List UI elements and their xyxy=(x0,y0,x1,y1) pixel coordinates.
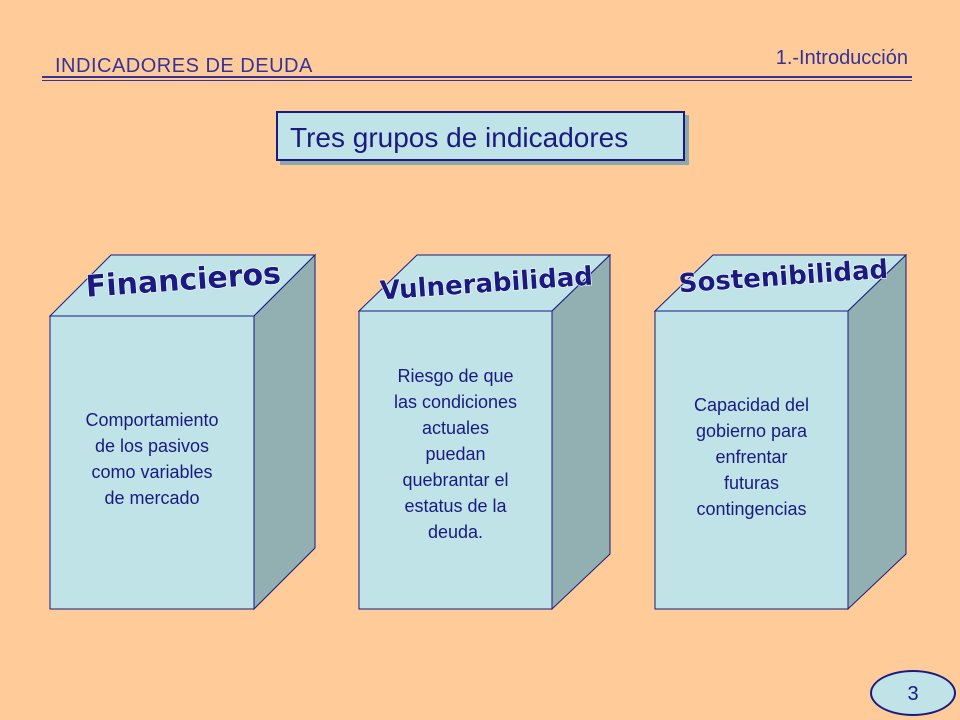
page-number-badge: 3 xyxy=(870,670,956,716)
description-line: Capacidad del xyxy=(693,395,810,415)
description-line: estatus de la xyxy=(404,496,507,516)
section-label: 1.-Introducción xyxy=(775,47,908,69)
description-line: las condiciones xyxy=(393,392,518,412)
description-line: futuras xyxy=(723,473,780,493)
block-front-face xyxy=(358,310,553,610)
block-sostenibilidad: Sostenibilidad xyxy=(653,253,908,611)
main-heading: Tres grupos de indicadores xyxy=(290,122,629,153)
description-line: actuales xyxy=(421,418,490,438)
block-description-financieros: Comportamiento de los pasivos como varia… xyxy=(50,407,254,511)
block-front-face xyxy=(654,310,849,610)
block-side-face xyxy=(551,253,611,611)
description-line: deuda. xyxy=(427,522,484,542)
header-title: INDICADORES DE DEUDA xyxy=(55,55,313,77)
block-description-vulnerabilidad: Riesgo de que las condiciones actuales p… xyxy=(359,363,552,545)
description-line: Riesgo de que xyxy=(397,366,514,386)
block-description-sostenibilidad: Capacidad del gobierno para enfrentar fu… xyxy=(655,392,848,522)
heading-box: Tres grupos de indicadores xyxy=(276,111,685,161)
block-financieros: Financieros xyxy=(48,253,317,611)
description-line: contingencias xyxy=(696,499,807,519)
block-side-face xyxy=(253,253,316,611)
description-line: Comportamiento xyxy=(85,410,219,430)
block-front-face xyxy=(49,315,255,610)
description-line: puedan xyxy=(425,444,486,464)
description-line: de mercado xyxy=(104,488,200,508)
description-line: como variables xyxy=(91,462,213,482)
block-vulnerabilidad: Vulnerabilidad xyxy=(357,253,612,611)
description-line: de los pasivos xyxy=(94,436,210,456)
description-line: quebrantar el xyxy=(402,470,509,490)
header-divider xyxy=(42,76,912,78)
block-side-face xyxy=(847,253,907,611)
header-divider-thin xyxy=(42,80,912,81)
description-line: enfrentar xyxy=(715,447,788,467)
description-line: gobierno para xyxy=(695,421,808,441)
